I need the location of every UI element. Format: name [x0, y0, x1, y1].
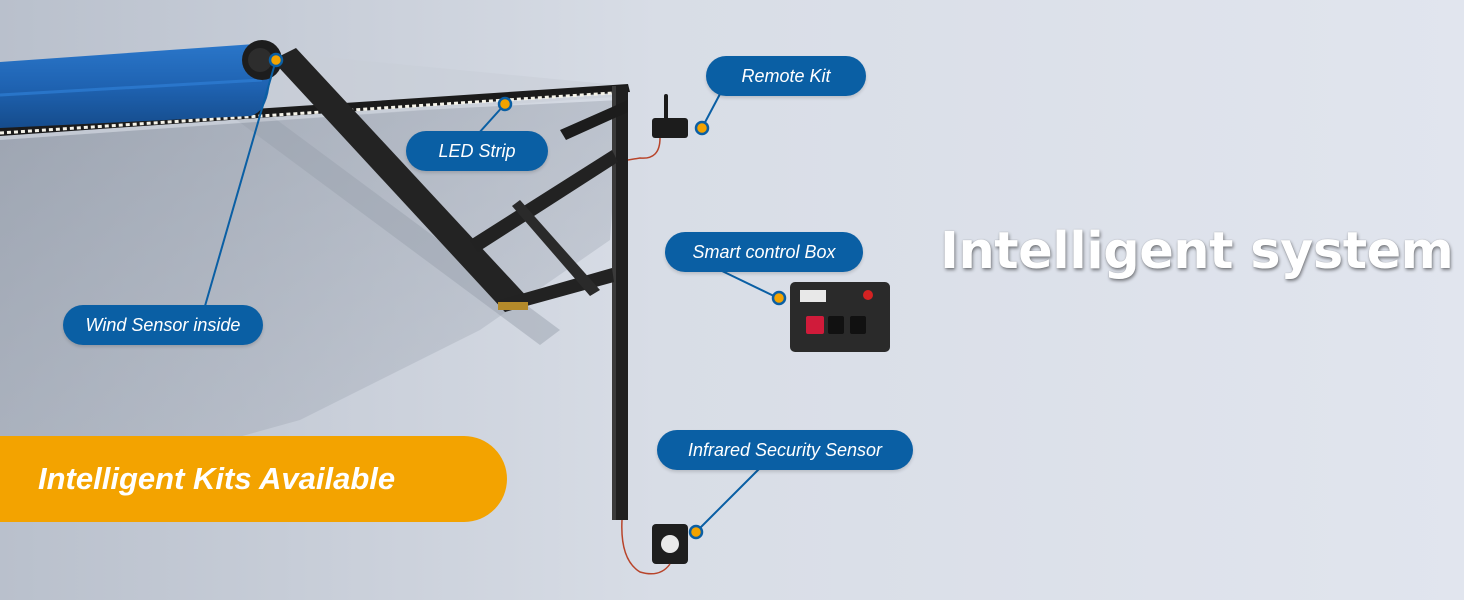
sensor-wire: [621, 519, 671, 575]
remote-receiver: [652, 118, 688, 138]
dot-control-box: [771, 290, 787, 306]
callout-infrared-sensor: Infrared Security Sensor: [657, 430, 913, 470]
callout-dots: [268, 52, 787, 540]
leader-wind-sensor: [204, 59, 277, 307]
dot-infrared: [688, 524, 704, 540]
control-box-label: [800, 290, 826, 302]
arm-shadow: [230, 100, 560, 345]
awning-shadow: [0, 100, 620, 500]
infrared-sensor-lens: [661, 535, 679, 553]
leader-infrared: [695, 467, 761, 533]
headline: Intelligent system: [940, 222, 1454, 281]
main-arm: [272, 48, 530, 312]
callout-led-strip: LED Strip: [406, 131, 548, 171]
dot-wind-sensor: [268, 52, 284, 68]
dot-remote-kit: [694, 120, 710, 136]
brace-diagonal: [512, 200, 600, 296]
brace-upper: [470, 150, 618, 252]
intelligent-kits-banner: Intelligent Kits Available: [0, 436, 507, 522]
callout-smart-control-box: Smart control Box: [665, 232, 863, 272]
intelligent-kits-label: Intelligent Kits Available: [38, 461, 396, 496]
control-box-switch-1: [828, 316, 844, 334]
control-box-led: [863, 290, 873, 300]
top-bracket: [560, 100, 628, 140]
vertical-post-edge: [612, 86, 616, 520]
antenna: [664, 94, 668, 124]
dot-led-strip: [497, 96, 513, 112]
callout-wind-sensor: Wind Sensor inside: [63, 305, 263, 345]
led-strip: [0, 90, 629, 135]
roller-end-cap-inner: [248, 48, 272, 72]
rolled-awning-highlight: [0, 78, 263, 97]
hinge-plate: [498, 302, 528, 310]
callout-remote-kit: Remote Kit: [706, 56, 866, 96]
control-box-switch-red: [806, 316, 824, 334]
control-box-switch-2: [850, 316, 866, 334]
leader-control-box: [719, 269, 779, 299]
remote-wire: [627, 137, 661, 161]
